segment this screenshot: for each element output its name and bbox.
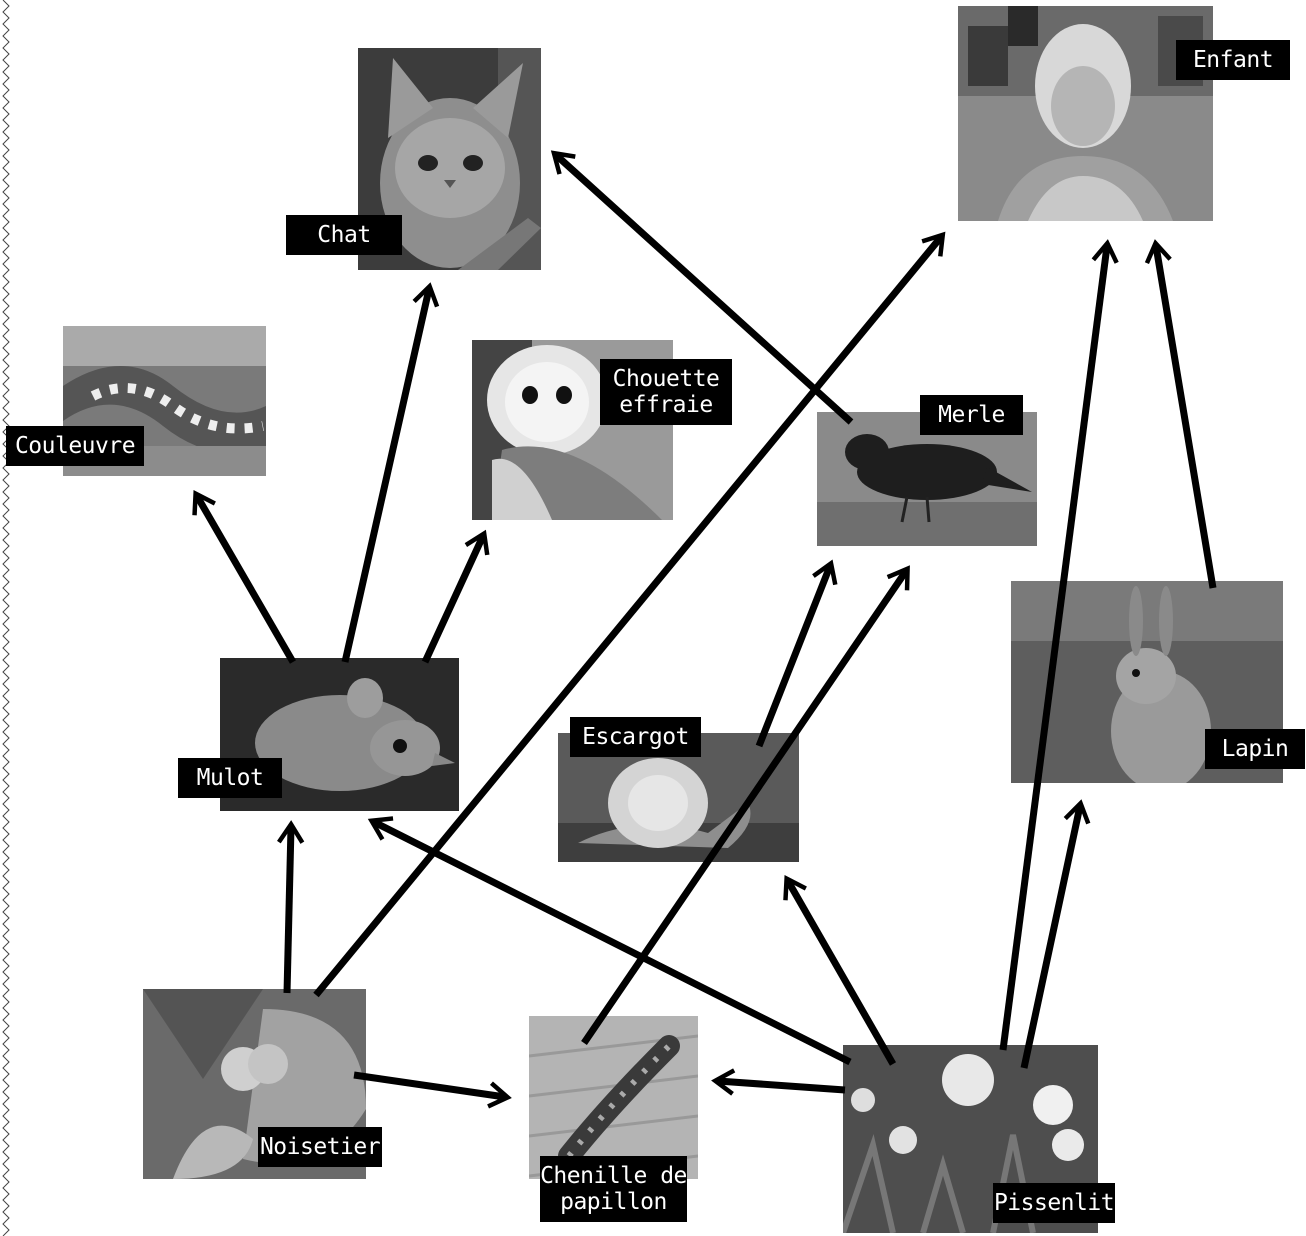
arrow-lapin-enfant (1144, 239, 1217, 589)
arrow-mulot-couleuvre (192, 490, 297, 664)
label-mulot: Mulot (178, 758, 282, 798)
arrow-pissenlit-lapin (1020, 799, 1091, 1069)
arrow-pissenlit-escargot (783, 874, 897, 1066)
label-noisetier: Noisetier (258, 1127, 382, 1167)
label-merle: Merle (920, 395, 1023, 435)
arrow-noisetier-chenille (353, 1071, 512, 1109)
arrow-mulot-chouette (421, 529, 490, 664)
page-edge-zigzag (2, 0, 10, 1236)
label-chouette: Chouette effraie (600, 359, 732, 425)
arrow-escargot-merle (755, 559, 838, 748)
label-pissenlit: Pissenlit (993, 1183, 1115, 1223)
label-couleuvre: Couleuvre (6, 426, 144, 466)
arrow-noisetier-mulot (277, 820, 305, 994)
photo-chat (358, 48, 541, 270)
photo-chenille (529, 1016, 698, 1179)
photo-enfant (958, 6, 1213, 221)
label-escargot: Escargot (570, 717, 701, 757)
arrow-pissenlit-chenille (711, 1068, 846, 1096)
photo-pissenlit (843, 1045, 1098, 1233)
label-chat: Chat (286, 215, 402, 255)
label-chenille: Chenille de papillon (540, 1156, 687, 1222)
arrow-mulot-chat (341, 282, 440, 663)
label-lapin: Lapin (1205, 729, 1305, 769)
label-enfant: Enfant (1176, 40, 1290, 80)
